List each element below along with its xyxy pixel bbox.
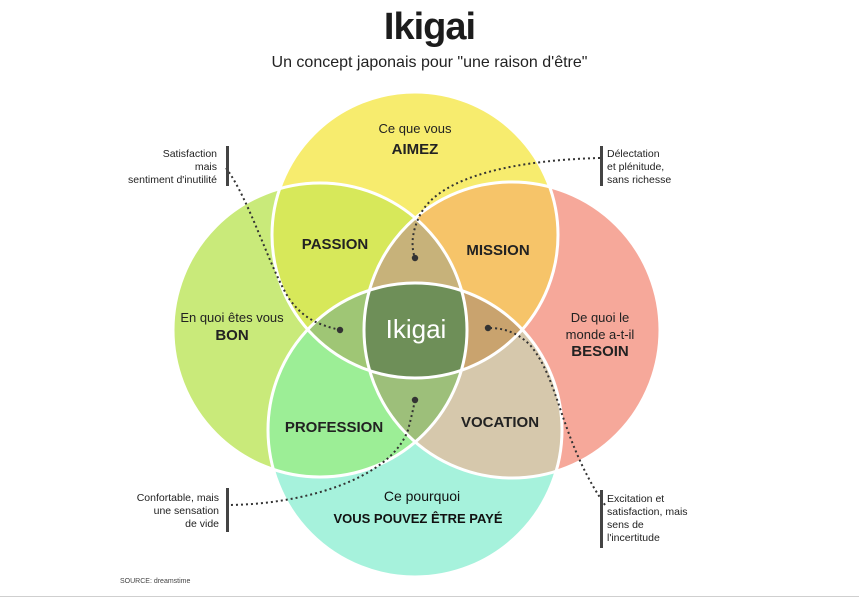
annotation-bottom-right-1: Excitation et bbox=[607, 493, 664, 505]
annotation-bottom-right-3: sens de bbox=[607, 519, 644, 531]
love-label-line1: Ce que vous bbox=[379, 121, 452, 136]
source-credit: SOURCE: dreamstime bbox=[120, 578, 191, 585]
page-title: Ikigai bbox=[383, 6, 476, 48]
profession-label: PROFESSION bbox=[285, 419, 383, 436]
page-subtitle: Un concept japonais pour "une raison d'ê… bbox=[271, 54, 588, 71]
connector-bottom-right bbox=[487, 327, 606, 506]
annotation-bottom-left-2: une sensation bbox=[154, 505, 220, 517]
ikigai-center-label: Ikigai bbox=[386, 314, 447, 344]
annotation-top-left-3: sentiment d'inutilité bbox=[128, 174, 217, 186]
good-label-line1: En quoi êtes vous bbox=[180, 310, 284, 325]
paid-label-line2: VOUS POUVEZ ÊTRE PAYÉ bbox=[333, 511, 502, 526]
good-label-line2: BON bbox=[215, 327, 248, 344]
annotation-top-right-3: sans richesse bbox=[607, 174, 671, 186]
need-label-line3: BESOIN bbox=[571, 343, 629, 360]
annotation-bottom-right-2: satisfaction, mais bbox=[607, 506, 688, 518]
annotation-bottom-left-1: Confortable, mais bbox=[137, 492, 219, 504]
bottom-divider bbox=[0, 596, 859, 597]
annotation-bottom-left-3: de vide bbox=[185, 518, 219, 530]
annotation-top-left-2: mais bbox=[195, 161, 217, 173]
need-label-line1: De quoi le bbox=[571, 310, 630, 325]
passion-label: PASSION bbox=[302, 236, 368, 253]
paid-label-line1: Ce pourquoi bbox=[384, 488, 460, 504]
need-label-line2: monde a-t-il bbox=[566, 327, 635, 342]
annotation-top-left-1: Satisfaction bbox=[163, 148, 217, 160]
annotation-top-right-1: Délectation bbox=[607, 148, 660, 160]
vocation-label: VOCATION bbox=[461, 414, 539, 431]
love-label-line2: AIMEZ bbox=[392, 141, 439, 158]
annotation-bottom-right-4: l'incertitude bbox=[607, 532, 660, 544]
mission-label: MISSION bbox=[466, 242, 529, 259]
annotation-top-right-2: et plénitude, bbox=[607, 161, 664, 173]
connector-top-right bbox=[411, 157, 601, 259]
center-ikigai-area bbox=[364, 283, 467, 378]
